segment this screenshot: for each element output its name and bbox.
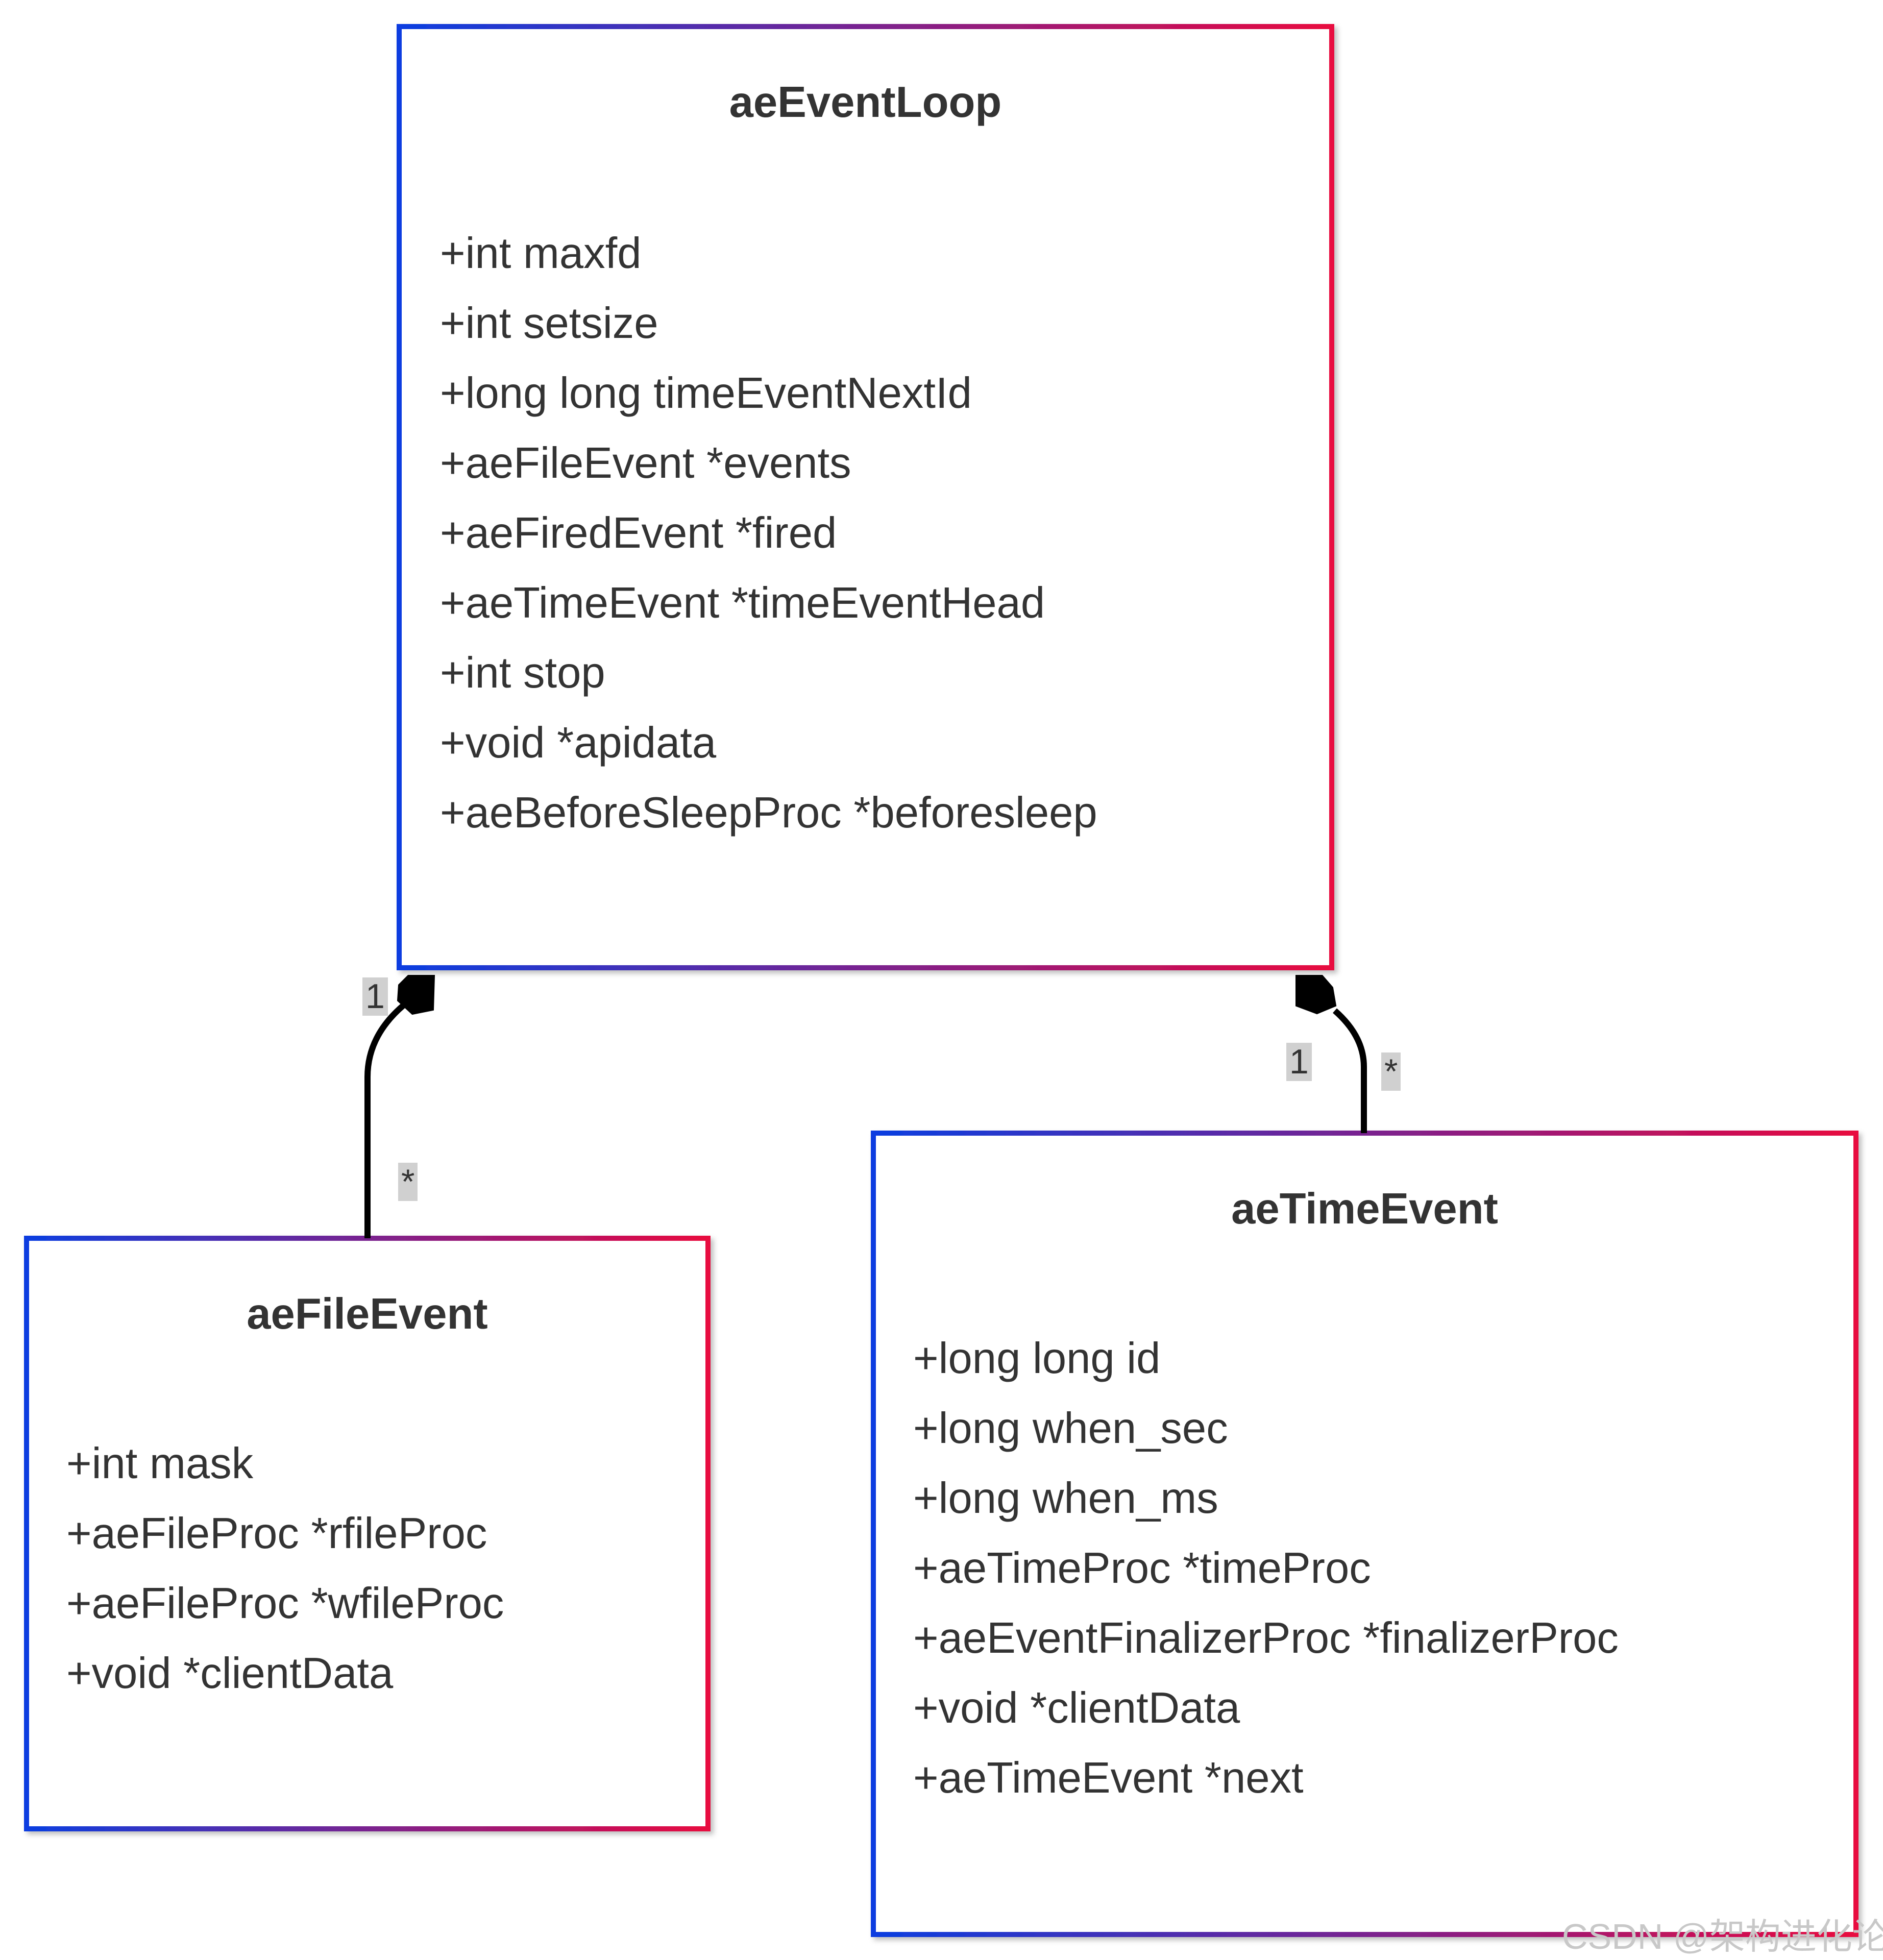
class-attribute: +long long id xyxy=(913,1334,1161,1383)
class-attribute: +aeEventFinalizerProc *finalizerProc xyxy=(913,1614,1619,1662)
class-title: aeEventLoop xyxy=(729,78,1002,127)
multiplicity-label: * xyxy=(398,1163,418,1202)
class-attribute: +aeFileProc *rfileProc xyxy=(66,1509,487,1558)
watermark: CSDN @架构进化论 xyxy=(1562,1917,1883,1956)
relation-composition-file xyxy=(364,975,435,1238)
class-attribute: +aeTimeEvent *next xyxy=(913,1754,1304,1802)
class-aeEventLoop: aeEventLoop +int maxfd +int setsize +lon… xyxy=(399,27,1332,968)
class-aeTimeEvent: aeTimeEvent +long long id +long when_sec… xyxy=(873,1133,1856,1934)
class-box-aeEventLoop xyxy=(397,24,1334,970)
class-box-aeTimeEvent xyxy=(871,1131,1858,1937)
class-title: aeTimeEvent xyxy=(1231,1185,1498,1233)
multiplicity-label: 1 xyxy=(362,977,388,1016)
composition-diamond xyxy=(397,975,435,1015)
class-attribute: +aeFileEvent *events xyxy=(440,439,851,487)
class-attribute: +aeTimeEvent *timeEventHead xyxy=(440,579,1045,627)
class-attribute: +aeTimeProc *timeProc xyxy=(913,1544,1371,1592)
class-attribute: +int stop xyxy=(440,649,605,697)
class-attribute: +long when_ms xyxy=(913,1474,1218,1523)
class-title: aeFileEvent xyxy=(247,1290,488,1338)
class-attribute: +void *apidata xyxy=(440,719,717,767)
composition-diamond xyxy=(1295,975,1337,1015)
multiplicity-label: 1 xyxy=(1286,1043,1312,1082)
class-attribute: +void *clientData xyxy=(913,1684,1240,1732)
class-attribute: +long when_sec xyxy=(913,1404,1228,1453)
class-attribute: +long long timeEventNextId xyxy=(440,369,972,418)
class-attribute: +int setsize xyxy=(440,299,658,348)
multiplicity-label: * xyxy=(1381,1052,1401,1091)
class-attribute: +int mask xyxy=(66,1439,254,1488)
class-attribute: +aeBeforeSleepProc *beforesleep xyxy=(440,789,1097,837)
class-attribute: +aeFiredEvent *fired xyxy=(440,509,837,557)
relation-composition-time xyxy=(1295,975,1367,1133)
class-attribute: +void *clientData xyxy=(66,1649,394,1698)
class-attribute: +aeFileProc *wfileProc xyxy=(66,1579,504,1628)
class-attribute: +int maxfd xyxy=(440,229,642,278)
class-aeFileEvent: aeFileEvent +int mask +aeFileProc *rfile… xyxy=(27,1238,708,1829)
